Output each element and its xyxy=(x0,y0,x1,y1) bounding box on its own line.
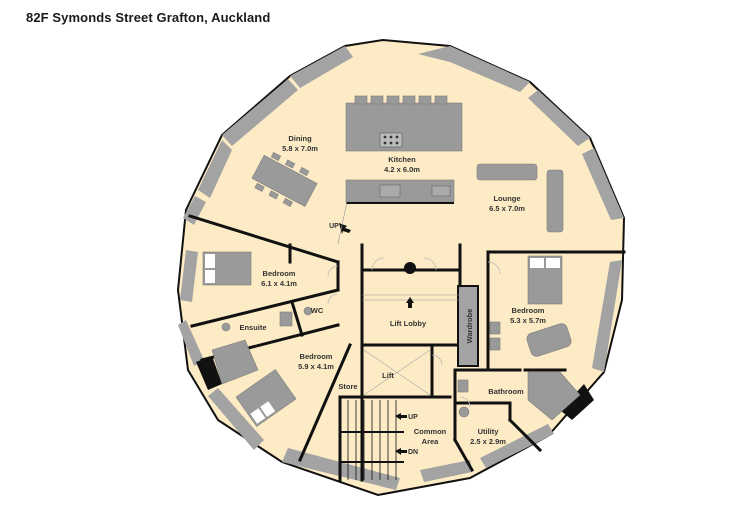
shower-bathroom xyxy=(527,371,581,421)
bedroom1-size: 6.1 x 4.1m xyxy=(261,279,297,288)
vanity xyxy=(489,321,501,335)
bedroom3-size: 5.9 x 4.1m xyxy=(298,362,334,371)
shower-ensuite xyxy=(211,339,259,385)
kitchen-label: Kitchen xyxy=(388,155,416,164)
wardrobe-label: Wardrobe xyxy=(465,309,474,344)
property-address-title: 82F Symonds Street Grafton, Auckland xyxy=(26,10,271,25)
lounge-size: 6.5 x 7.0m xyxy=(489,204,525,213)
ensuite-label: Ensuite xyxy=(239,323,266,332)
vanity xyxy=(457,379,469,393)
bedroom3-label: Bedroom xyxy=(300,352,333,361)
toilet xyxy=(221,322,231,332)
store-label: Store xyxy=(338,382,357,391)
doors xyxy=(327,257,501,408)
stairs-up-label: UP xyxy=(408,414,418,421)
bedroom2-size: 5.3 x 5.7m xyxy=(510,316,546,325)
toilet xyxy=(303,306,313,316)
bed-bedroom3 xyxy=(235,369,297,427)
bedroom2-label: Bedroom xyxy=(512,306,545,315)
washing-machine xyxy=(458,406,470,418)
up-label: UP xyxy=(329,223,339,230)
lounge-sofa xyxy=(476,163,564,233)
dining-size: 5.8 x 7.0m xyxy=(282,144,318,153)
down-arrow-icon xyxy=(395,448,407,455)
lounge-label: Lounge xyxy=(493,194,520,203)
kitchen-size: 4.2 x 6.0m xyxy=(384,165,420,174)
structural-column xyxy=(196,356,222,390)
stairs-down-label: DN xyxy=(408,449,418,456)
bed-bedroom2 xyxy=(527,255,563,305)
kitchen-island xyxy=(345,95,463,152)
staircase xyxy=(340,400,404,480)
lobby-column xyxy=(404,262,416,274)
common-area-label: Common xyxy=(414,427,447,436)
vanity xyxy=(279,311,293,327)
dining-table xyxy=(251,152,318,207)
lift-shaft xyxy=(363,349,431,396)
interior-walls xyxy=(188,214,626,482)
bedroom1-label: Bedroom xyxy=(263,269,296,278)
bathroom-label: Bathroom xyxy=(488,387,524,396)
wc-label: WC xyxy=(311,306,324,315)
vanity xyxy=(489,337,501,351)
structural-column xyxy=(560,384,594,420)
bed-bedroom1 xyxy=(202,251,252,286)
window-glazing xyxy=(178,46,624,490)
up-arrow-icon xyxy=(395,413,407,420)
lift-lobby-label: Lift Lobby xyxy=(390,319,427,328)
utility-size: 2.5 x 2.9m xyxy=(470,437,506,446)
kitchen-bench xyxy=(345,179,455,204)
lift-label: Lift xyxy=(382,371,394,380)
bathtub xyxy=(526,323,572,357)
utility-label: Utility xyxy=(478,427,500,436)
common-area-label-2: Area xyxy=(422,437,440,446)
up-arrow-icon xyxy=(406,297,414,308)
dining-label: Dining xyxy=(288,134,312,143)
